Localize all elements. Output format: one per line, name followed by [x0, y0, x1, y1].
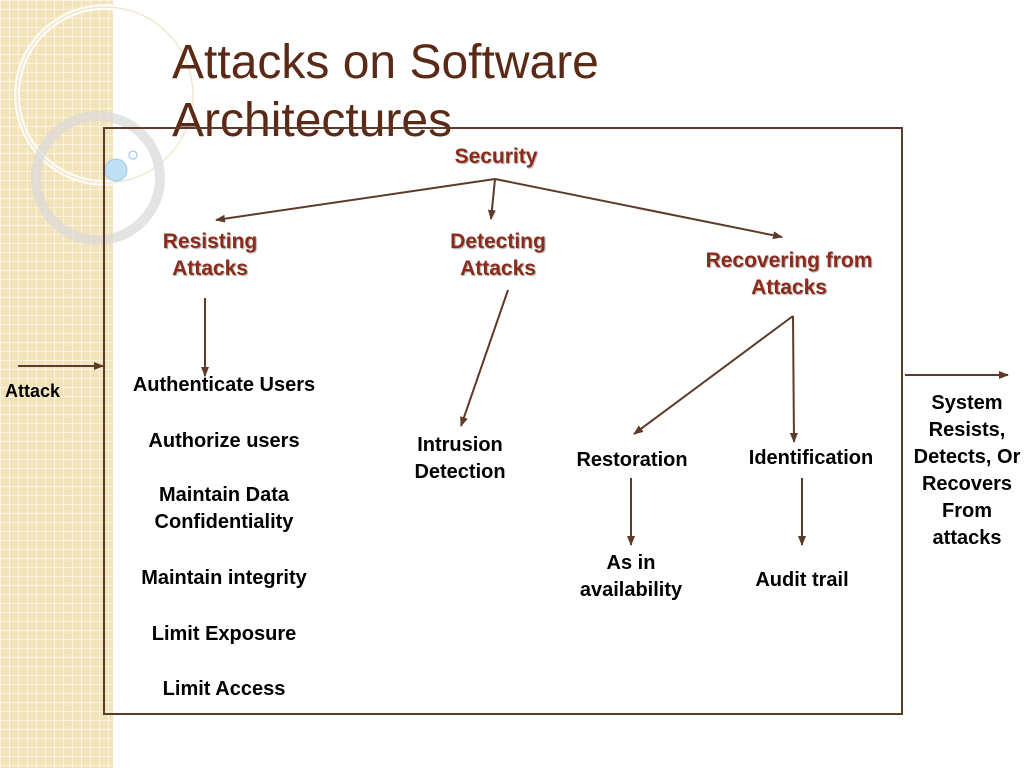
node-detecting-attacks: Detecting Attacks — [450, 230, 546, 280]
node-recovering-from-attacks: Recovering from Attacks — [705, 249, 873, 299]
resisting-item-maintain-data-confidentiality: Maintain Data Confidentiality — [154, 484, 294, 533]
resisting-item-maintain-integrity: Maintain integrity — [141, 567, 307, 589]
diagram-frame — [103, 127, 903, 715]
node-intrusion-detection: Intrusion Detection — [414, 434, 506, 483]
arrow-security-to-recovering — [494, 178, 783, 240]
decorative-circles — [14, 4, 196, 245]
resisting-item-authenticate-users: Authenticate Users — [132, 374, 316, 396]
arrow-recovering-to-identification — [789, 315, 798, 443]
output-system-response: System Resists, Detects, Or Recovers Fro… — [913, 392, 1021, 549]
slide-title: Attacks on Software Architectures — [172, 36, 599, 147]
resisting-item-authorize-users: Authorize users — [148, 430, 300, 452]
node-audit-trail: Audit trail — [755, 569, 849, 591]
node-identification: Identification — [748, 447, 874, 469]
resisting-item-limit-access: Limit Access — [162, 678, 286, 700]
input-attack-label: Attack — [5, 381, 61, 401]
node-resisting-attacks: Resisting Attacks — [162, 230, 258, 280]
arrow-recovering-to-restoration — [633, 315, 794, 435]
arrow-security-to-detecting — [487, 178, 496, 220]
arrow-security-to-resisting — [215, 178, 496, 223]
node-as-in-availability: As in availability — [579, 552, 683, 601]
node-restoration: Restoration — [576, 449, 688, 471]
node-security: Security — [454, 145, 538, 168]
resisting-item-limit-exposure: Limit Exposure — [151, 623, 297, 645]
arrow-detecting-to-intrusion — [460, 289, 509, 427]
